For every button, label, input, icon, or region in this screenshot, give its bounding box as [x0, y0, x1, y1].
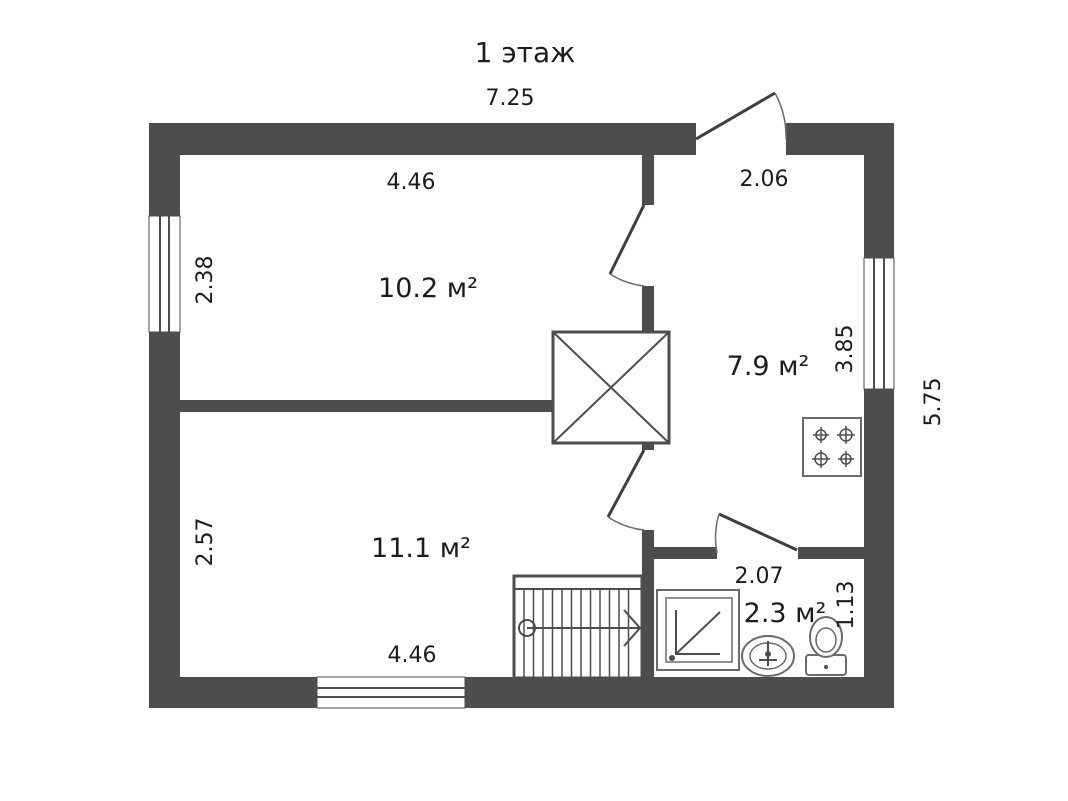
outer-walls [149, 123, 894, 708]
chimney-icon [551, 330, 671, 445]
plan-title: 1 этаж [475, 36, 576, 69]
dimension-overall-height: 5.75 [921, 378, 946, 427]
door-room2 [606, 449, 646, 531]
dimension-room1-height: 2.38 [193, 256, 218, 305]
doors [606, 91, 798, 554]
area-kitchen: 7.9 м² [727, 351, 810, 382]
door-entrance [695, 91, 787, 141]
stove-icon [802, 417, 862, 477]
dimension-overall-width: 7.25 [486, 86, 535, 111]
shower-icon [656, 589, 740, 671]
area-room1: 10.2 м² [378, 273, 478, 304]
door-room1 [608, 204, 646, 287]
window-bottom [316, 676, 466, 709]
dimension-bath-width: 2.07 [735, 564, 784, 589]
area-bath: 2.3 м² [744, 598, 827, 629]
door-bathroom [714, 512, 798, 554]
windows [148, 215, 895, 709]
dimension-room2-width: 4.46 [388, 643, 437, 668]
window-right [863, 257, 895, 390]
dimension-room1-width: 4.46 [387, 170, 436, 195]
stairs-icon [512, 574, 644, 680]
sink-icon [741, 635, 795, 677]
dimension-bath-height: 1.13 [834, 581, 859, 630]
area-room2: 11.1 м² [371, 533, 471, 564]
interior-walls [180, 155, 864, 677]
dimension-room2-height: 2.57 [193, 518, 218, 567]
dimension-kitchen-height: 3.85 [833, 325, 858, 374]
window-left [148, 215, 181, 333]
dimension-kitchen-width: 2.06 [740, 167, 789, 192]
toilet-icon [805, 616, 847, 676]
